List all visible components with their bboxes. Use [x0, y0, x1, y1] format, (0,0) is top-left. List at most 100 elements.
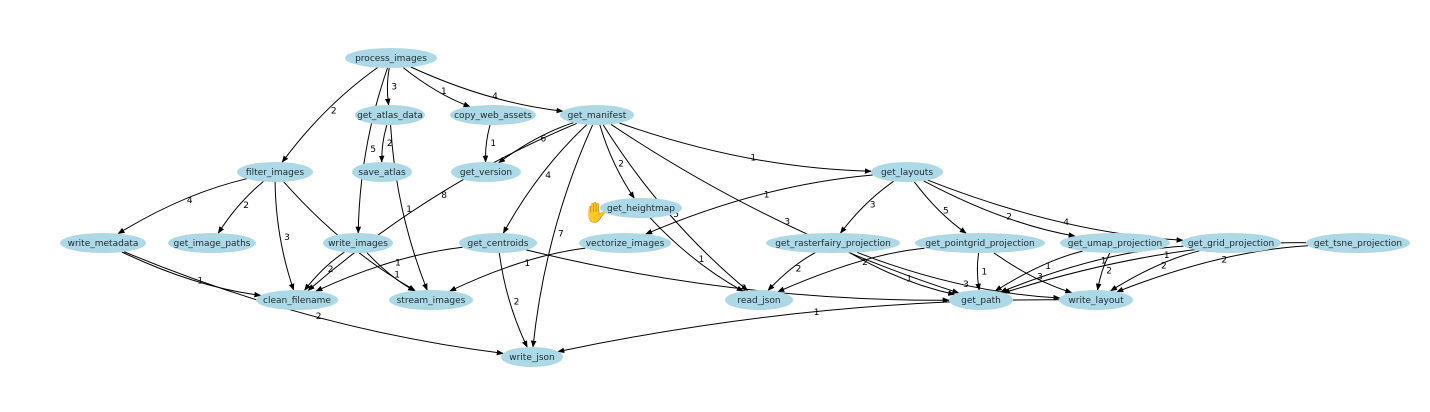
node-ellipse: [60, 233, 146, 253]
edge-label: 1: [441, 87, 447, 97]
edge-write_metadata-to-write_json: [123, 251, 504, 356]
node-ellipse: [256, 290, 338, 310]
edge-label: 5: [370, 145, 376, 155]
edge-get_umap_projection-to-write_layout: [1095, 252, 1111, 291]
edge-label: 6: [541, 135, 547, 145]
node-ellipse: [600, 198, 682, 218]
edge-get_centroids-to-write_json: [498, 252, 528, 348]
node-get-version[interactable]: get_version: [451, 162, 521, 182]
edge-label: 3: [284, 233, 290, 243]
edge-label: 2: [387, 139, 393, 149]
node-ellipse: [459, 233, 537, 253]
node-ellipse: [323, 233, 393, 253]
node-get-manifest[interactable]: get_manifest: [560, 105, 634, 125]
node-ellipse: [766, 233, 900, 253]
node-ellipse: [389, 290, 473, 310]
node-ellipse: [450, 105, 536, 125]
edge-write_images-to-clean_filename: [304, 251, 345, 291]
node-write-metadata[interactable]: write_metadata: [60, 233, 146, 253]
node-get-umap-projection[interactable]: get_umap_projection: [1060, 233, 1170, 253]
edge-get_manifest-to-get_centroids: [502, 124, 588, 234]
edge-get_centroids-to-clean_filename: [315, 246, 463, 292]
node-get-grid-projection[interactable]: get_grid_projection: [1181, 233, 1281, 253]
node-ellipse: [579, 233, 671, 253]
node-get-atlas-data[interactable]: get_atlas_data: [355, 105, 425, 125]
node-get-pointgrid-projection[interactable]: get_pointgrid_projection: [915, 233, 1045, 253]
node-ellipse: [1306, 233, 1410, 253]
edge-label: 1: [750, 154, 756, 164]
edge-filter_images-to-clean_filename: [274, 181, 295, 291]
node-label: get_grid_projection: [1188, 239, 1274, 249]
edge-get_rasterfairy_projection-to-write_layout: [856, 251, 1061, 301]
node-get-image-paths[interactable]: get_image_paths: [168, 233, 256, 253]
edge-label: 1: [981, 268, 987, 278]
node-ellipse: [501, 347, 563, 367]
edge-label: 3: [391, 83, 397, 93]
node-label: filter_images: [246, 168, 304, 178]
node-ellipse: [168, 233, 256, 253]
edge-process_images-to-write_images: [355, 67, 388, 234]
node-layer: process_images get_atlas_data copy_web_ass…: [60, 48, 1410, 367]
edge-label: 1: [525, 259, 531, 269]
edge-get_manifest-to-get_path: [610, 123, 960, 294]
node-get-layouts[interactable]: get_layouts: [871, 162, 943, 182]
node-read-json[interactable]: read_json: [725, 290, 793, 310]
node-label: stream_images: [397, 296, 466, 306]
node-save-atlas[interactable]: save_atlas: [352, 162, 412, 182]
node-label: read_json: [737, 296, 780, 306]
node-ellipse: [915, 233, 1045, 253]
edge-get_centroids-to-get_path: [526, 249, 950, 304]
node-ellipse: [451, 162, 521, 182]
edge-write_images-to-stream_images: [366, 252, 416, 292]
edge-get_atlas_data-to-save_atlas: [378, 124, 388, 163]
edge-label: 1: [1045, 262, 1051, 272]
edge-vectorize_images-to-stream_images: [449, 247, 586, 292]
edge-label: 1: [394, 271, 400, 281]
node-ellipse: [949, 290, 1013, 310]
node-clean-filename[interactable]: clean_filename: [256, 290, 338, 310]
node-write-images[interactable]: write_images: [323, 233, 393, 253]
node-label: get_rasterfairy_projection: [775, 239, 891, 249]
hand-cursor-icon: ✋: [583, 200, 608, 224]
node-label: write_layout: [1068, 296, 1124, 306]
edge-filter_images-to-write_metadata: [117, 178, 247, 235]
node-copy-web-assets[interactable]: copy_web_assets: [450, 105, 536, 125]
edge-get_umap_projection-to-get_path: [994, 250, 1083, 292]
edge-get_layouts-to-get_umap_projection: [923, 180, 1076, 238]
node-label: get_manifest: [568, 111, 627, 121]
edge-label: 7: [558, 229, 564, 239]
node-label: get_umap_projection: [1068, 239, 1162, 249]
edge-filter_images-to-get_image_paths: [217, 181, 264, 234]
edge-label: 4: [545, 171, 551, 181]
edge-copy_web_assets-to-get_version: [482, 124, 491, 163]
node-get-tsne-projection[interactable]: get_tsne_projection: [1306, 233, 1410, 253]
node-ellipse: [352, 162, 412, 182]
node-label: get_centroids: [468, 239, 529, 249]
edge-write_metadata-to-clean_filename: [121, 251, 262, 298]
edge-layer: 3142521161248753423113524112211231213213…: [117, 66, 1309, 356]
edge-label: 5: [943, 206, 949, 216]
node-get-path[interactable]: get_path: [949, 290, 1013, 310]
node-get-rasterfairy-projection[interactable]: get_rasterfairy_projection: [766, 233, 900, 253]
edge-label: 2: [1161, 262, 1167, 272]
edge-get_pointgrid_projection-to-read_json: [777, 247, 925, 293]
node-write-json[interactable]: write_json: [501, 347, 563, 367]
node-ellipse: [1059, 290, 1133, 310]
edge-label: 1: [1101, 256, 1107, 266]
edge-label: 3: [870, 200, 876, 210]
node-ellipse: [355, 105, 425, 125]
node-get-centroids[interactable]: get_centroids: [459, 233, 537, 253]
node-get-heightmap[interactable]: get_heightmap: [600, 198, 682, 218]
edge-label: 3: [963, 280, 969, 290]
node-filter-images[interactable]: filter_images: [237, 162, 313, 182]
node-stream-images[interactable]: stream_images: [389, 290, 473, 310]
node-ellipse: [1060, 233, 1170, 253]
node-label: get_heightmap: [607, 204, 675, 214]
node-process-images[interactable]: process_images: [345, 48, 437, 68]
edge-get_rasterfairy_projection-to-read_json: [767, 252, 816, 291]
node-vectorize-images[interactable]: vectorize_images: [579, 233, 671, 253]
edge-get_tsne_projection-to-write_layout: [1116, 245, 1309, 293]
edge-label: 1: [764, 191, 770, 201]
node-ellipse: [560, 105, 634, 125]
node-write-layout[interactable]: write_layout: [1059, 290, 1133, 310]
